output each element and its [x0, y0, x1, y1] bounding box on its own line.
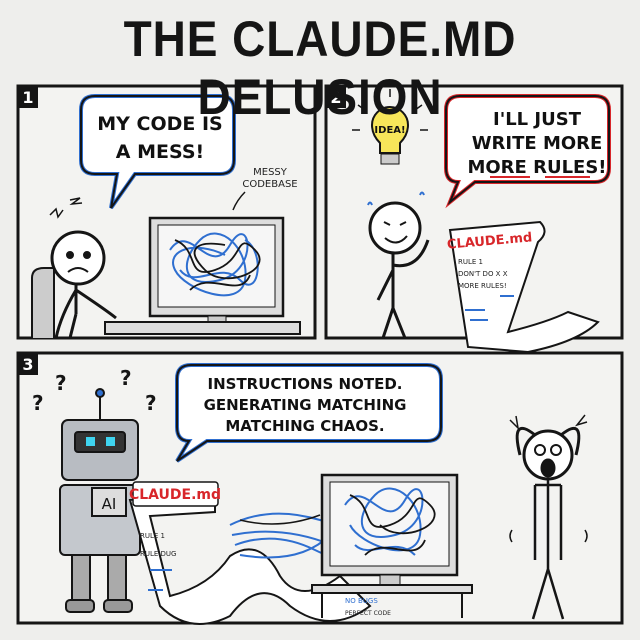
drawing-stroke: [132, 481, 219, 507]
comic-text: MORE RULES!: [467, 157, 606, 178]
comic-text: PERFECT CODE: [345, 610, 391, 617]
scroll-title: CLAUDE.md: [446, 230, 532, 252]
drawing-stroke: [86, 437, 95, 446]
drawing-stroke: [80, 95, 235, 209]
drawing-stroke: [103, 599, 133, 613]
speech-bubble: MY CODE IS A MESS!: [79, 94, 236, 210]
drawing-stroke: [239, 514, 321, 525]
drawing-stroke: [148, 569, 172, 591]
drawing-stroke: [83, 251, 91, 259]
drawing-stroke: [326, 86, 346, 108]
robot-ai-label: AI: [102, 495, 117, 513]
speech-bubble: INSTRUCTIONS NOTED. GENERATING MATCHING …: [175, 363, 443, 463]
chaos-stream-lines: [229, 512, 381, 559]
drawing-stroke: [515, 426, 581, 456]
panel-3: 3 ???? INSTRUCTIONS NOTED. GENERATING MA…: [16, 351, 624, 625]
drawing-stroke: [176, 364, 442, 462]
comic-text: INSTRUCTIONS NOTED.: [208, 375, 403, 393]
drawing-stroke: [50, 230, 106, 286]
drawing-stroke: [67, 267, 89, 273]
desk: [104, 321, 301, 335]
drawing-stroke: [534, 444, 546, 456]
drawing-stroke: [465, 295, 514, 321]
drawing-stroke: [352, 89, 428, 131]
comic-text: MORE RULES!: [458, 282, 507, 290]
comic-text: NO BUGS: [345, 597, 378, 605]
drawing-stroke: [311, 584, 473, 594]
stick-figure-worried: [49, 197, 117, 339]
comic-text: RULE DUG: [140, 550, 176, 558]
drawing-stroke: [349, 494, 436, 556]
stick-figure-panicked: [509, 414, 588, 620]
drawing-stroke: [91, 487, 127, 517]
drawing-stroke: [66, 251, 74, 259]
drawing-stroke: [107, 554, 127, 606]
panel-number: 2: [330, 88, 341, 107]
idea-lightbulb-icon: IDEA!: [352, 89, 428, 165]
comic-title: THE CLAUDE.MD DELUSION: [123, 11, 517, 125]
drawing-stroke: [106, 437, 115, 446]
drawing-stroke: [367, 191, 425, 206]
drawing-stroke: [18, 353, 38, 375]
drawing-stroke: [368, 201, 422, 255]
panel-1: 1 MY CODE IS A MESS! MESSY CODEBASE: [16, 84, 317, 340]
drawing-stroke: [383, 221, 407, 226]
drawing-stroke: [376, 239, 430, 339]
drawing-stroke: [380, 153, 400, 165]
drawing-stroke: [174, 239, 261, 291]
drawing-stroke: [74, 431, 126, 453]
comic-text: I'LL JUST: [493, 109, 582, 130]
comic-text: ?: [55, 371, 67, 395]
comic-text: RULE 1: [458, 258, 483, 266]
drawing-stroke: [54, 284, 117, 339]
chair: [31, 267, 55, 338]
stick-figure-scheming: [367, 191, 430, 339]
comic-text: ?: [120, 366, 132, 390]
comic-text: RULE 1: [140, 532, 165, 540]
drawing-stroke: [370, 106, 410, 154]
drawing-stroke: [550, 444, 562, 456]
drawing-stroke: [384, 235, 408, 244]
speech-bubble: I'LL JUST WRITE MORE MORE RULES!: [444, 94, 611, 209]
comic-text: WRITE MORE: [472, 133, 603, 154]
comic-text: MY CODE IS: [97, 113, 223, 135]
drawing-stroke: [65, 599, 95, 613]
drawing-stroke: [509, 414, 588, 543]
panel-number: 1: [22, 88, 33, 107]
drawing-stroke: [49, 197, 83, 219]
monitor-messy-code: [148, 216, 285, 329]
comic-text: A MESS!: [116, 141, 204, 163]
drawing-stroke: [157, 224, 276, 308]
drawing-stroke: [531, 479, 565, 620]
claude-md-scroll: CLAUDE.md RULE 1 DON'T DO X X MORE RULES…: [446, 220, 600, 354]
drawing-stroke: [379, 574, 401, 586]
comic-text: DON'T DO X X: [458, 270, 508, 278]
scroll-title: CLAUDE.md: [129, 487, 221, 503]
comic-text: CODEBASE: [242, 179, 297, 190]
messy-codebase-label: MESSY: [253, 167, 288, 178]
comic-text: ?: [32, 391, 44, 415]
drawing-stroke: [95, 388, 105, 398]
comic-text: MATCHING CHAOS.: [225, 417, 384, 435]
panel-number: 3: [22, 355, 33, 374]
drawing-stroke: [169, 232, 259, 297]
drawing-stroke: [18, 86, 38, 108]
question-marks: ????: [32, 366, 157, 415]
drawing-stroke: [540, 458, 556, 478]
bulb-label: IDEA!: [374, 125, 405, 136]
drawing-stroke: [445, 95, 610, 206]
drawing-stroke: [229, 512, 381, 559]
claude-md-scroll: CLAUDE.md RULE 1 RULE DUG NO BUGS PERFEC…: [128, 481, 391, 625]
drawing-stroke: [321, 593, 463, 618]
comic-text: ?: [145, 391, 157, 415]
drawing-stroke: [71, 554, 91, 606]
monitor-chaos: [311, 473, 473, 618]
panel-2: 2 IDEA! I'LL JUST WRITE MORE MORE RULES!…: [324, 84, 624, 354]
comic-text: GENERATING MATCHING: [204, 396, 407, 414]
arrow-icon: [232, 191, 246, 211]
